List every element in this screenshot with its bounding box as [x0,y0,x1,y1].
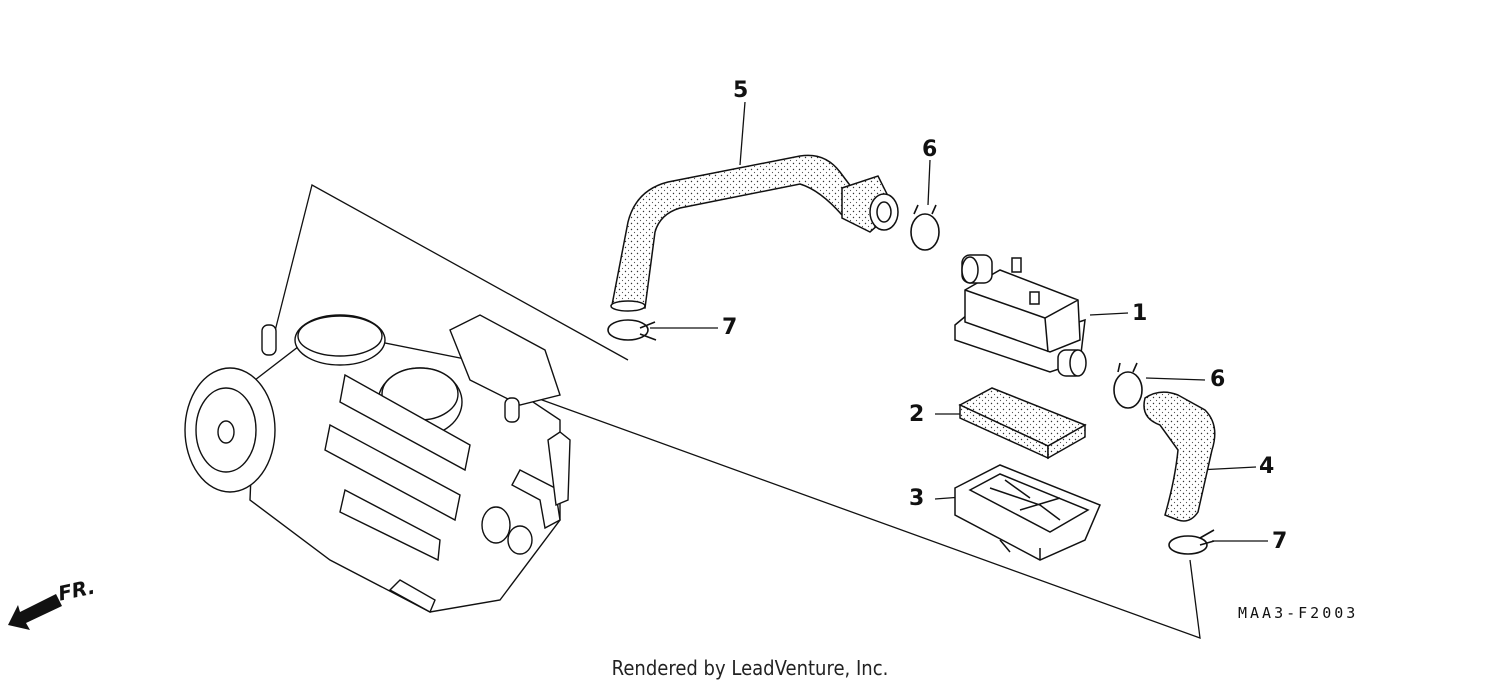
callout-6-right: 6 [1210,367,1226,392]
hose-5 [610,154,899,312]
carburetor-assembly [184,314,571,613]
callout-6-top: 6 [922,137,938,162]
clamp-7-left [607,319,657,341]
housing-1 [954,254,1087,377]
base-3 [954,464,1101,561]
callout-5: 5 [733,78,749,103]
front-arrow-icon [8,594,62,630]
callout-1: 1 [1132,301,1148,326]
reference-lines [273,101,1268,639]
render-credit: Rendered by LeadVenture, Inc. [611,656,889,680]
clamp-6-top [910,204,940,251]
clamp-7-right [1168,529,1215,555]
callout-7-left: 7 [722,315,738,340]
hose-4 [1143,391,1216,522]
callout-3: 3 [909,486,925,511]
callout-2: 2 [909,402,925,427]
filter-2 [958,387,1087,460]
clamp-6-right [1113,362,1143,409]
drawing-code: MAA3-F2003 [1238,604,1359,622]
callout-4: 4 [1259,454,1275,479]
callout-7-right: 7 [1272,529,1288,554]
